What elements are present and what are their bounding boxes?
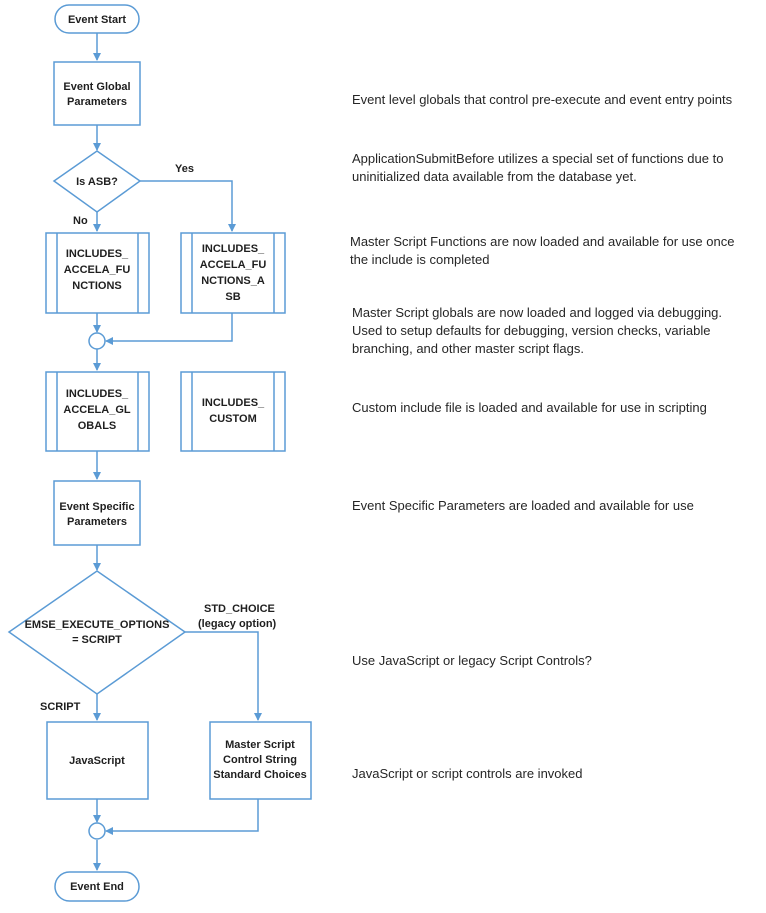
- event-global-parameters-label-2: Parameters: [67, 96, 127, 108]
- master-script-control-label-1: Master Script: [225, 739, 295, 751]
- note-asb-line-2: uninitialized data available from the da…: [352, 169, 637, 184]
- node-event-global-parameters: Event Global Parameters: [53, 61, 141, 126]
- note-master-globals-line-1: Master Script globals are now loaded and…: [352, 305, 722, 320]
- note-master-globals-line-3: branching, and other master script flags…: [352, 341, 584, 356]
- master-script-control-label-2: Control String: [223, 754, 297, 766]
- merge-connector-2: [88, 822, 106, 840]
- includes-accela-functions-asb-label-4: SB: [225, 291, 240, 303]
- edge-decision-yes: [140, 180, 236, 232]
- master-script-control-label-3: Standard Choices: [213, 769, 307, 781]
- includes-custom-label-2: CUSTOM: [209, 413, 256, 425]
- node-event-start: Event Start: [54, 4, 140, 34]
- includes-custom-label-1: INCLUDES_: [202, 397, 265, 409]
- connectors: [93, 33, 262, 871]
- note-event-specific: Event Specific Parameters are loaded and…: [352, 498, 694, 513]
- includes-accela-functions-label-3: NCTIONS: [72, 280, 122, 292]
- edge-label-std-choice-2: (legacy option): [198, 618, 277, 630]
- decision-emse-execute-options: EMSE_EXECUTE_OPTIONS = SCRIPT: [7, 570, 187, 695]
- includes-accela-globals-label-2: ACCELA_GL: [63, 404, 131, 416]
- includes-accela-functions-label-1: INCLUDES_: [66, 248, 129, 260]
- javascript-label: JavaScript: [69, 755, 125, 767]
- includes-accela-functions-label-2: ACCELA_FU: [64, 264, 131, 276]
- event-end-label: Event End: [70, 881, 124, 893]
- event-specific-parameters-label-1: Event Specific: [59, 501, 134, 513]
- event-start-label: Event Start: [68, 14, 126, 26]
- note-custom: Custom include file is loaded and availa…: [352, 400, 707, 415]
- note-functions-line-1: Master Script Functions are now loaded a…: [350, 234, 734, 249]
- note-invoked: JavaScript or script controls are invoke…: [352, 766, 582, 781]
- edge-label-yes: Yes: [175, 163, 194, 175]
- includes-accela-functions-asb-label-2: ACCELA_FU: [200, 259, 267, 271]
- subprocess-includes-accela-functions: INCLUDES_ ACCELA_FU NCTIONS: [45, 232, 150, 314]
- includes-accela-globals-label-3: OBALS: [78, 420, 117, 432]
- edge-label-std-choice-1: STD_CHOICE: [204, 603, 275, 615]
- node-event-end: Event End: [54, 871, 140, 902]
- edge-label-script: SCRIPT: [40, 701, 81, 713]
- event-global-parameters-label-1: Event Global: [63, 81, 130, 93]
- note-asb-line-1: ApplicationSubmitBefore utilizes a speci…: [352, 151, 723, 166]
- emse-execute-options-label-2: = SCRIPT: [72, 634, 122, 646]
- note-use-js: Use JavaScript or legacy Script Controls…: [352, 653, 592, 668]
- node-event-specific-parameters: Event Specific Parameters: [53, 480, 141, 546]
- emse-execute-options-label-1: EMSE_EXECUTE_OPTIONS: [25, 619, 170, 631]
- node-master-script-control: Master Script Control String Standard Ch…: [209, 721, 312, 800]
- is-asb-label: Is ASB?: [76, 176, 118, 188]
- edge-label-no: No: [73, 215, 88, 227]
- edge-decision-std-choice: [185, 631, 262, 721]
- edge-functions-asb-to-merge: [105, 313, 233, 345]
- subprocess-includes-accela-functions-asb: INCLUDES_ ACCELA_FU NCTIONS_A SB: [180, 232, 286, 314]
- merge-connector-1: [88, 332, 106, 350]
- subprocess-includes-custom: INCLUDES_ CUSTOM: [180, 371, 286, 452]
- decision-is-asb: Is ASB?: [52, 150, 142, 213]
- note-globals: Event level globals that control pre-exe…: [352, 92, 733, 107]
- includes-accela-functions-asb-label-3: NCTIONS_A: [201, 275, 265, 287]
- note-functions-line-2: the include is completed: [350, 252, 489, 267]
- event-specific-parameters-label-2: Parameters: [67, 516, 127, 528]
- subprocess-includes-accela-globals: INCLUDES_ ACCELA_GL OBALS: [45, 371, 150, 452]
- note-master-globals-line-2: Used to setup defaults for debugging, ve…: [352, 323, 710, 338]
- edge-master-script-to-merge: [105, 799, 259, 835]
- includes-accela-globals-label-1: INCLUDES_: [66, 388, 129, 400]
- node-javascript: JavaScript: [46, 721, 149, 800]
- includes-accela-functions-asb-label-1: INCLUDES_: [202, 243, 265, 255]
